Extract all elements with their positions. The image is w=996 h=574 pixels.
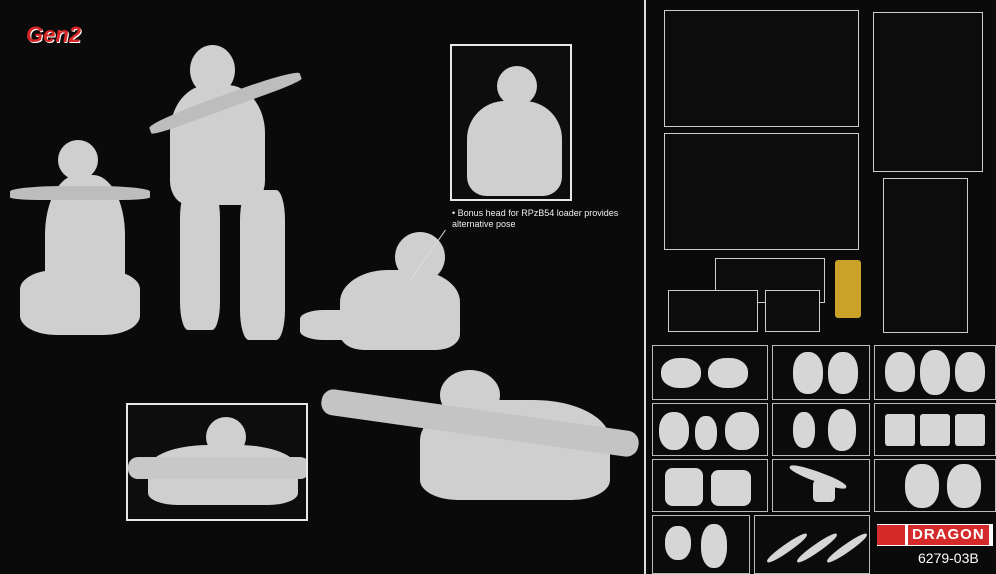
parts-hands [772,403,870,456]
sprue-a [664,10,859,127]
bonus-head-inset [450,44,572,201]
parts-canteens [874,459,996,512]
parts-heads [772,345,870,400]
photo-etch-fret [835,260,861,318]
parts-helmets [652,345,768,400]
gen2-logo-text: Gen2 [26,22,82,47]
parts-tools [772,459,870,512]
callout-text: • Bonus head for RPzB54 loader provides … [452,208,619,229]
parts-pouches [874,403,996,456]
panel-divider [644,0,646,574]
sprue-g [765,290,820,332]
gunner-detail-inset [126,403,308,521]
parts-torso [874,345,996,400]
parts-rockets [754,515,870,574]
product-code: 6279-03B [918,550,979,566]
sprue-b [664,133,859,250]
parts-grenades [652,515,750,574]
sprue-d [883,178,968,333]
dragon-logo: DRAGON [877,524,993,546]
sprue-c [873,12,983,172]
bullet-icon: • [452,208,458,218]
dragon-emblem-icon [877,525,905,545]
parts-bags [652,459,768,512]
gen2-logo: Gen2 [26,22,86,62]
sprue-f [668,290,758,332]
parts-boots [652,403,768,456]
dragon-brand-text: DRAGON [908,525,989,545]
